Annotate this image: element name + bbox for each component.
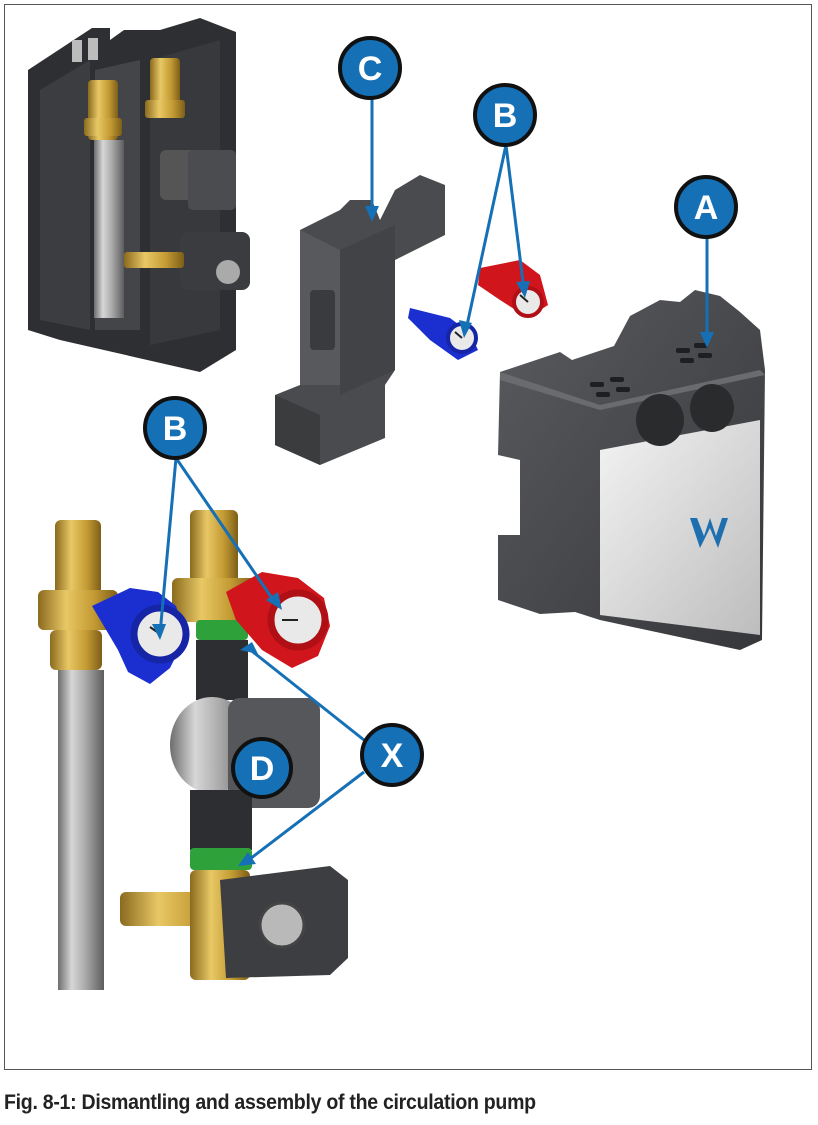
svg-text:B: B — [493, 97, 518, 135]
callout-B-bottom: B — [143, 396, 207, 460]
assembled-station — [28, 18, 250, 372]
figure-caption: Fig. 8-1: Dismantling and assembly of th… — [4, 1091, 536, 1114]
callout-A: A — [674, 175, 738, 239]
leader-lines — [158, 96, 709, 864]
pump-group — [38, 510, 348, 990]
insulation-shell-part — [275, 175, 445, 465]
svg-text:B: B — [163, 410, 188, 448]
svg-text:A: A — [694, 189, 719, 227]
pump-station-illustration: C B A B D X — [28, 18, 765, 990]
callout-D: D — [231, 737, 293, 799]
gasket-top — [196, 620, 248, 640]
brand-logo-icon — [690, 518, 728, 548]
leader-arrowheads — [152, 206, 714, 866]
gasket-bottom — [190, 848, 252, 870]
svg-text:C: C — [358, 50, 383, 88]
front-cover-part — [498, 290, 765, 650]
svg-text:X: X — [381, 737, 404, 775]
callout-B-top: B — [473, 83, 537, 147]
svg-text:D: D — [250, 750, 275, 788]
callout-C: C — [338, 36, 402, 100]
callout-X: X — [360, 723, 424, 787]
